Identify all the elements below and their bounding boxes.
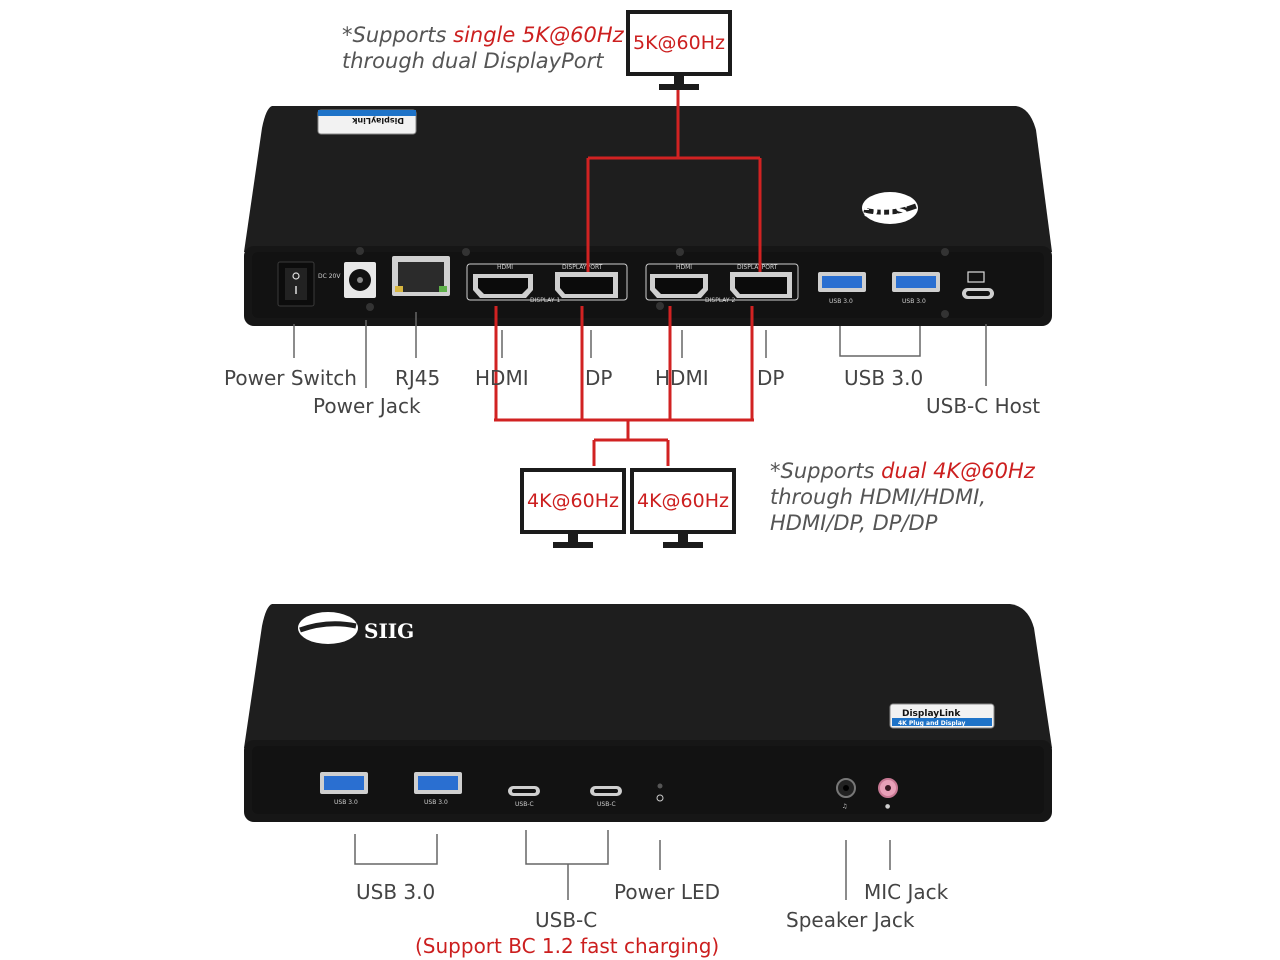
display2-frame: [645, 263, 799, 301]
displaylink-text-rear: DisplayLink: [351, 116, 404, 125]
note-4k: *Supports dual 4K@60Hz through HDMI/HDMI…: [770, 458, 1035, 536]
note-4k-line3: HDMI/DP, DP/DP: [770, 511, 938, 535]
usbc-label-front-1: USB-C: [515, 801, 534, 808]
siig-logo-front: [298, 612, 358, 644]
label-power-led: Power LED: [614, 880, 721, 904]
dp-label-2: DISPLAYPORT: [737, 264, 778, 271]
leader-lines-front: [354, 830, 891, 900]
note-4k-line2: through HDMI/HDMI,: [770, 485, 986, 509]
label-usbc-note: (Support BC 1.2 fast charging): [415, 934, 720, 958]
dock-top-surface: [244, 106, 1052, 252]
monitor-4k-right: 4K@60Hz: [630, 468, 736, 548]
label-rj45: RJ45: [395, 366, 441, 390]
display1-frame: [466, 263, 628, 301]
dock-front-top-surface: [244, 604, 1052, 748]
dc-label: DC 20V: [318, 273, 341, 280]
display2-label: DISPLAY 2: [705, 297, 736, 304]
monitor-4k-left: 4K@60Hz: [520, 468, 626, 548]
label-speaker-jack: Speaker Jack: [786, 908, 915, 932]
displaylink-badge-front: DisplayLink 4K Plug and Display: [889, 703, 995, 729]
monitor-5k-label: 5K@60Hz: [626, 10, 732, 76]
dock-rear-view: DC 20V HDMI DISPLAYPORT DISPLAY 1 HDMI D…: [244, 90, 1052, 420]
label-usbc-front: USB-C: [535, 908, 598, 932]
usb3-label-rear-1: USB 3.0: [829, 298, 853, 305]
dock-front-view: SIIG DisplayLink 4K Plug and Display USB…: [244, 604, 1052, 900]
usbc-label-front-2: USB-C: [597, 801, 616, 808]
power-icon: [656, 794, 664, 802]
dp-label-1: DISPLAYPORT: [562, 264, 603, 271]
display1-label: DISPLAY 1: [530, 297, 561, 304]
microphone-icon: ●: [885, 803, 890, 810]
note-5k-prefix: *Supports: [342, 23, 454, 47]
label-power-switch: Power Switch: [224, 366, 357, 390]
label-dp-1: DP: [585, 366, 613, 390]
label-hdmi-1: HDMI: [475, 366, 529, 390]
connector-merge-4k: [494, 418, 754, 466]
displaylink-sub-front: 4K Plug and Display: [898, 720, 966, 727]
note-4k-highlight: dual 4K@60Hz: [881, 459, 1035, 483]
leader-lines-rear: [293, 312, 987, 388]
connector-lines-4k: [494, 306, 754, 420]
label-usbc-host: USB-C Host: [926, 394, 1041, 418]
label-usb30-front: USB 3.0: [356, 880, 436, 904]
usb3-label-front-2: USB 3.0: [424, 799, 448, 806]
note-5k: *Supports single 5K@60Hz through dual Di…: [342, 22, 624, 74]
label-usb30-rear: USB 3.0: [844, 366, 924, 390]
usb3-label-rear-2: USB 3.0: [902, 298, 926, 305]
monitor-4k-left-label: 4K@60Hz: [520, 468, 626, 534]
power-led: [657, 783, 663, 789]
displaylink-badge: [317, 109, 417, 135]
note-5k-highlight: single 5K@60Hz: [453, 23, 624, 47]
hdmi-label-1: HDMI: [497, 264, 513, 271]
monitor-4k-right-label: 4K@60Hz: [630, 468, 736, 534]
connector-lines-5k: [586, 90, 762, 272]
siig-wordmark-front: SIIG: [364, 619, 414, 643]
label-hdmi-2: HDMI: [655, 366, 709, 390]
monitor-5k: 5K@60Hz: [626, 10, 732, 90]
label-dp-2: DP: [757, 366, 785, 390]
usb3-label-front-1: USB 3.0: [334, 799, 358, 806]
note-4k-prefix: *Supports: [770, 459, 882, 483]
laptop-charge-icon: [967, 271, 985, 283]
label-mic-jack: MIC Jack: [864, 880, 949, 904]
siig-logo: [862, 192, 918, 224]
displaylink-text-front: DisplayLink: [902, 709, 961, 719]
siig-wordmark-rear: SIIG: [863, 199, 908, 220]
note-5k-line2: through dual DisplayPort: [342, 49, 604, 73]
hdmi-label-2: HDMI: [676, 264, 692, 271]
label-power-jack: Power Jack: [313, 394, 421, 418]
headphone-icon: ♫: [842, 803, 847, 810]
